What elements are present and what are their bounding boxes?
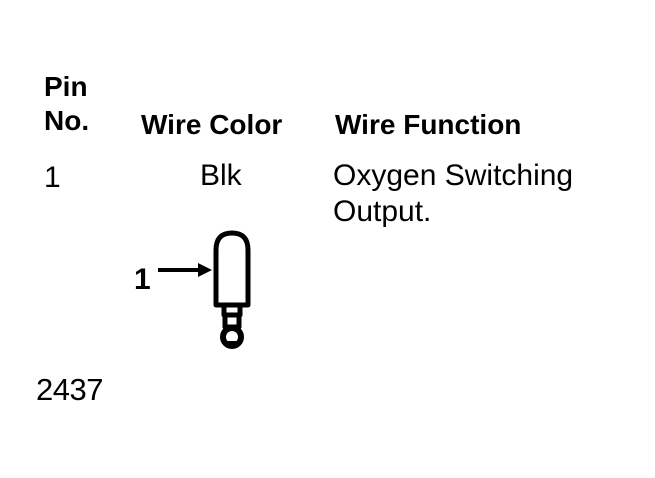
cell-pin-number: 1: [44, 161, 61, 194]
cell-function-line2: Output.: [333, 195, 432, 228]
callout-arrow: [158, 263, 212, 277]
header-pin-number: Pin No.: [44, 70, 89, 138]
figure-number: 2437: [36, 372, 103, 407]
header-pin-line1: Pin: [44, 71, 88, 102]
connector-terminal-icon: [213, 230, 251, 349]
header-wire-color: Wire Color: [141, 109, 283, 140]
pin-callout-label: 1: [134, 263, 151, 296]
cell-wire-function: Oxygen Switching Output.: [333, 158, 573, 230]
cell-function-line1: Oxygen Switching: [333, 159, 574, 192]
header-wire-function: Wire Function: [335, 109, 522, 140]
cell-wire-color: Blk: [200, 159, 242, 192]
header-pin-line2: No.: [44, 105, 90, 136]
connector-diagram: 1: [134, 230, 251, 349]
